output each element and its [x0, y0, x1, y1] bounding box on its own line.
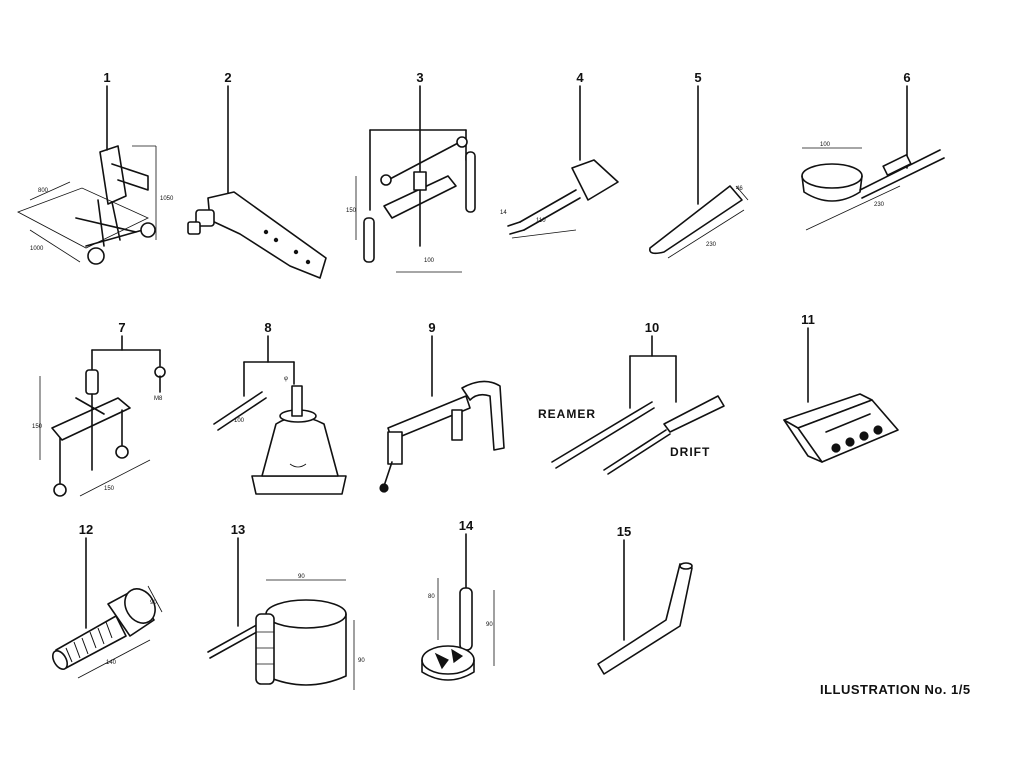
tool-number-8: 8 — [264, 320, 271, 335]
tool-11: 11 — [783, 312, 899, 463]
dim-4-b: 110 — [536, 218, 546, 224]
dim-7-b: 150 — [104, 486, 115, 492]
illustration-caption: ILLUSTRATION No. 1/5 — [820, 682, 971, 697]
tool-3: 3 150 100 — [346, 70, 476, 273]
dim-1-c: 1050 — [160, 196, 174, 202]
tool-12: 12 90 140 — [51, 522, 163, 679]
tool-number-7: 7 — [118, 320, 125, 335]
dim-6-b: 230 — [874, 202, 885, 208]
dim-1-b: 1000 — [30, 246, 44, 252]
tool-15: 15 — [597, 524, 693, 675]
tool-number-4: 4 — [576, 70, 584, 85]
dim-7-a: 150 — [32, 424, 43, 430]
tool-13: 13 90 90 — [207, 522, 365, 690]
tool-number-9: 9 — [428, 320, 435, 335]
tool-number-5: 5 — [694, 70, 701, 85]
tool-6: 6 100 230 — [801, 70, 945, 231]
tool-number-15: 15 — [617, 524, 631, 539]
dim-8-b: φ — [284, 376, 288, 382]
tool-14: 14 80 90 — [421, 518, 495, 681]
dim-12-a: 90 — [150, 600, 157, 606]
tool-1: 1 800 1000 1050 — [17, 70, 174, 265]
tool-number-3: 3 — [416, 70, 423, 85]
dim-14-a: 80 — [428, 594, 435, 600]
tool-2: 2 — [187, 70, 327, 279]
tool-7: 7 150 150 M8 — [32, 320, 166, 497]
tool-10: 10 REAMER DRIFT — [538, 320, 725, 475]
dim-4-a: 14 — [500, 210, 507, 216]
dim-5-a: 46 — [736, 186, 743, 192]
dim-1-a: 800 — [38, 188, 49, 194]
tool-number-6: 6 — [903, 70, 910, 85]
dim-3-b: 100 — [424, 258, 435, 264]
dim-6-a: 100 — [820, 142, 831, 148]
reamer-label: REAMER — [538, 407, 596, 421]
tool-number-1: 1 — [103, 70, 110, 85]
tool-number-10: 10 — [645, 320, 659, 335]
tool-4: 4 14 110 — [500, 70, 619, 239]
tool-5: 5 46 230 — [648, 70, 749, 259]
drift-label: DRIFT — [670, 445, 710, 459]
tool-number-14: 14 — [459, 518, 474, 533]
tool-8: 8 100 φ — [213, 320, 347, 495]
dim-12-b: 140 — [106, 660, 117, 666]
tool-number-13: 13 — [231, 522, 245, 537]
dim-5-b: 230 — [706, 242, 717, 248]
tool-number-2: 2 — [224, 70, 231, 85]
dim-8-a: 100 — [234, 418, 245, 424]
dim-13-b: 90 — [358, 658, 365, 664]
tool-number-12: 12 — [79, 522, 93, 537]
tool-9: 9 — [379, 320, 505, 493]
dim-7-c: M8 — [154, 396, 163, 402]
dim-14-b: 90 — [486, 622, 493, 628]
tool-number-11: 11 — [801, 312, 815, 327]
dim-13-a: 90 — [298, 574, 305, 580]
dim-3-a: 150 — [346, 208, 357, 214]
